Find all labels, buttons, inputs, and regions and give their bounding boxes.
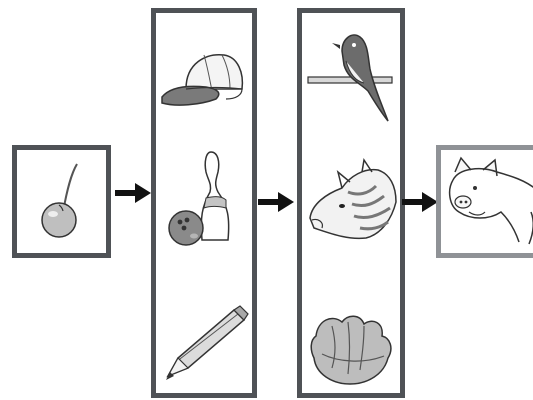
arrow-right-icon — [258, 192, 296, 212]
cherry-icon — [17, 150, 106, 253]
zebra-icon — [302, 158, 400, 248]
object-column-2 — [297, 8, 405, 398]
arrow-right-icon — [115, 183, 153, 203]
arrow-right-icon — [402, 192, 440, 212]
bowling-pin-and-ball-icon — [156, 148, 252, 258]
baseball-cap-icon — [156, 43, 252, 123]
end-frame — [436, 145, 533, 258]
object-column-1 — [151, 8, 257, 398]
swallow-bird-icon — [302, 21, 400, 131]
baseball-glove-icon — [302, 308, 400, 388]
start-frame — [12, 145, 111, 258]
pig-icon — [441, 150, 533, 253]
pencil-icon — [156, 298, 252, 388]
